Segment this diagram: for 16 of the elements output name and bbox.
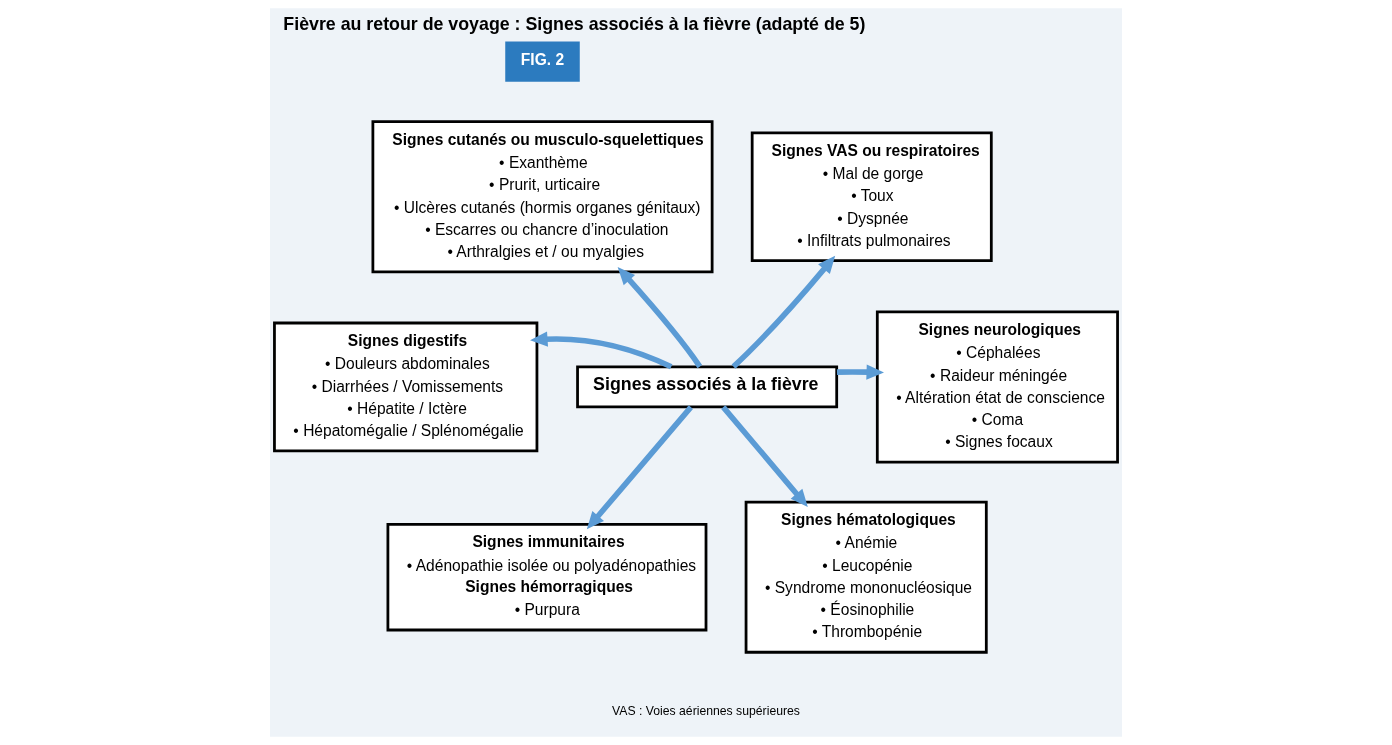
node-box: Signes neurologiques • Céphalées • Raideur méningée • Altération état de conscience • Coma • Signes focaux (875, 310, 1119, 464)
node-box: Signes immunitaires • Adénopathie isolée ou polyadénopathies Signes hémorragiques • Purpura (386, 522, 708, 632)
node-box: Signes hématologiques • Anémie • Leucopénie • Syndrome mononucléosique • Éosinophilie • Thrombopénie (744, 500, 988, 654)
arrow (721, 405, 808, 508)
arrow (586, 405, 693, 530)
node-box: Signes associés à la fièvre (576, 365, 839, 409)
node-box: Signes digestifs • Douleurs abdominales • Diarrhées / Vomissements • Hépatite / Ictère • Hépatomégalie / Splénomégalie (273, 321, 539, 453)
arrow (530, 331, 673, 370)
arrow (617, 267, 703, 369)
arrow (836, 364, 884, 380)
arrow (731, 255, 836, 369)
node-box: Signes cutanés ou musculo-squelettiques • Exanthème • Prurit, urticaire • Ulcères cutanés (hormis organes génitaux) • Escarres ou chancre d’inoculation • Arthralgies et / ou myalgies (371, 120, 714, 274)
node-box: Signes VAS ou respiratoires • Mal de gorge • Toux • Dyspnée • Infiltrats pulmonaires (750, 131, 993, 263)
diagram-title: Fièvre au retour de voyage : Signes associés à la fièvre (adapté de 5) (283, 14, 866, 35)
label: FIG. 2 (520, 50, 565, 68)
caption: VAS : Voies aériennes supérieures (612, 704, 800, 719)
